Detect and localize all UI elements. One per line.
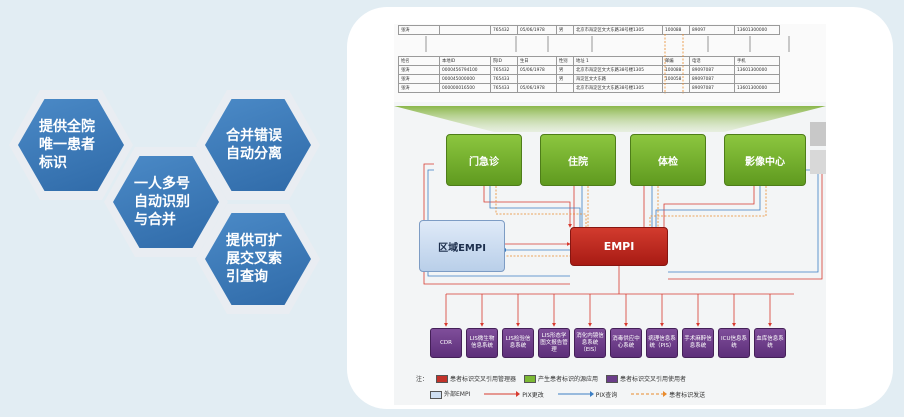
empi-architecture-diagram: 张涛 765432 05/06/1978 男 北京市海淀区文大东路38号楼130… (394, 24, 826, 405)
hexagon-label: 提供全院唯一患者标识 (39, 119, 95, 171)
node-label: EMPI (603, 240, 635, 253)
legend-item: 产生患者标识的源应用 (524, 374, 598, 384)
node-label: 影像中心 (745, 156, 785, 168)
legend-swatch (436, 375, 449, 384)
node-regional-empi: 区域EMPI (419, 220, 505, 272)
legend-swatch (430, 390, 442, 399)
hexagon-label: 提供可扩展交叉索引查询 (226, 233, 282, 285)
system-label: 手术麻醉信息系统 (684, 336, 712, 349)
system-label: 病理信息系统（PIS） (648, 336, 676, 349)
node-empi: EMPI (570, 227, 668, 266)
hexagon-cross-index: 提供可扩展交叉索引查询 (196, 204, 320, 314)
node-inpatient: 住院 (540, 134, 616, 186)
patient-table-partial: 张涛 765432 05/06/1978 男 北京市海淀区文大东路38号楼130… (398, 25, 780, 35)
hexagon-label: 合并错误自动分离 (226, 128, 282, 162)
legend-item: PIX更改 (484, 390, 544, 399)
side-bar-graphic (810, 122, 826, 146)
table-row: 张涛 0000456794100 765432 05/06/1978 男 北京市… (398, 65, 780, 75)
system-box: 病理信息系统（PIS） (646, 328, 678, 358)
legend-text: PIX查询 (595, 391, 618, 399)
system-label: 消毒供应中心系统 (612, 336, 640, 349)
hexagon-label: 一人多号自动识别与合并 (134, 176, 190, 228)
legend-text: 患者标识发送 (669, 391, 706, 399)
legend-item: PIX查询 (557, 390, 618, 399)
table-cell: 13601300000 (734, 25, 780, 35)
system-label: 血库信息系统 (756, 336, 784, 349)
arrow-red-icon (484, 390, 521, 397)
system-box: 血库信息系统 (754, 328, 786, 358)
table-cell: 13601300000 (734, 83, 780, 93)
system-label: LIS形态学图文报告管理 (540, 332, 568, 353)
hexagon-auto-split: 合并错误自动分离 (196, 90, 320, 200)
table-row: 张涛 000000016500 765433 05/06/1978 北京市海淀区… (398, 83, 780, 93)
system-box: 消化内镜信息系统（EIS） (574, 328, 606, 358)
legend-text: 患者标识交叉引用使用者 (620, 375, 687, 383)
node-label: 体检 (658, 156, 678, 168)
node-outpatient: 门急诊 (446, 134, 522, 186)
system-label: LIS检验信息系统 (505, 336, 531, 349)
node-label: 住院 (568, 156, 588, 168)
hexagon-full-hospital-id: 提供全院唯一患者标识 (9, 90, 133, 200)
side-bar-graphic (810, 150, 826, 174)
legend-item: 患者标识交叉引用使用者 (606, 374, 686, 384)
legend-item: 患者标识交叉引用管理器 (436, 374, 516, 384)
system-box: ICU信息系统 (718, 328, 750, 358)
table-header-row: 姓名 本地ID 院ID 生日 性别 地址 1 邮编 电话 手机 (398, 56, 780, 66)
legend-swatch (524, 375, 537, 384)
system-label: 消化内镜信息系统（EIS） (576, 332, 604, 353)
node-label: 门急诊 (469, 156, 499, 168)
legend: 注： 患者标识交叉引用管理器 产生患者标识的源应用 患者标识交叉引用使用者 外部… (416, 372, 821, 405)
node-physical-exam: 体检 (630, 134, 706, 186)
system-box: CDR (430, 328, 462, 358)
legend-note: 注： (416, 376, 429, 383)
legend-swatch (606, 375, 619, 384)
table-row: 张涛 765432 05/06/1978 男 北京市海淀区文大东路38号楼130… (398, 25, 780, 35)
system-label: ICU信息系统 (721, 336, 747, 349)
hexagon-auto-merge: 一人多号自动识别与合并 (104, 147, 228, 257)
system-label: CDR (440, 339, 452, 346)
system-label: LIS微生物信息系统 (469, 336, 495, 349)
system-box: 手术麻醉信息系统 (682, 328, 714, 358)
legend-item: 外部EMPI (430, 389, 470, 399)
legend-row-swatches: 注： 患者标识交叉引用管理器 产生患者标识的源应用 患者标识交叉引用使用者 (416, 372, 821, 385)
legend-text: 外部EMPI (444, 391, 471, 399)
legend-text: PIX更改 (522, 391, 544, 399)
legend-row-lines: 外部EMPI PIX更改 PIX查询 患者标识发送 (416, 387, 821, 401)
legend-text: 产生患者标识的源应用 (538, 375, 599, 383)
node-imaging-center: 影像中心 (724, 134, 806, 186)
system-box: LIS形态学图文报告管理 (538, 328, 570, 358)
legend-text: 患者标识交叉引用管理器 (450, 375, 517, 383)
patient-table: 姓名 本地ID 院ID 生日 性别 地址 1 邮编 电话 手机 张涛 00004… (398, 56, 780, 93)
legend-item: 患者标识发送 (631, 390, 705, 399)
system-box: LIS检验信息系统 (502, 328, 534, 358)
table-row: 张涛 000045000000 765433 男 海淀区文大东路 100058 … (398, 74, 780, 84)
arrow-orange-dashed-icon (631, 390, 668, 397)
arrow-blue-icon (557, 390, 594, 397)
node-label: 区域EMPI (438, 242, 486, 254)
system-box: 消毒供应中心系统 (610, 328, 642, 358)
system-box: LIS微生物信息系统 (466, 328, 498, 358)
